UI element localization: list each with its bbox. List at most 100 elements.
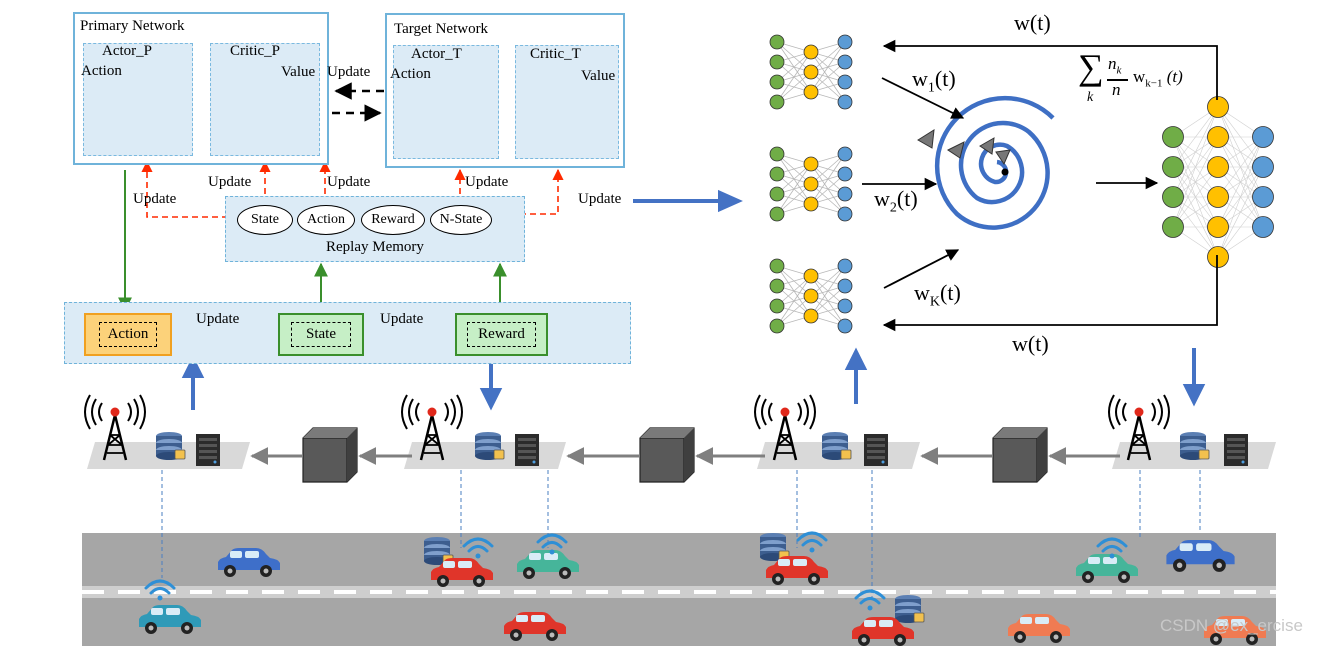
network-node: [803, 288, 819, 304]
federated-client-networks: [769, 34, 853, 334]
formula-fraction-denominator: n: [1112, 80, 1121, 99]
primary-network-title: Primary Network: [80, 18, 185, 34]
network-node: [837, 206, 853, 222]
aggregation-formula: ∑ k nk n wk−1 (t): [1078, 47, 1208, 110]
replay-item-reward: Reward: [361, 205, 425, 235]
network-node: [769, 146, 785, 162]
network-node: [803, 196, 819, 212]
env-step-reward: Reward: [455, 313, 548, 356]
big-blue-arrows: [181, 189, 1206, 411]
network-node: [1207, 126, 1229, 148]
network-node: [1207, 96, 1229, 118]
critic-t-label: Critic_T: [530, 46, 581, 62]
formula-fraction-bar: [1107, 79, 1128, 81]
replay-memory-box: State Action Reward N-State Replay Memor…: [225, 196, 525, 262]
network-node: [1162, 186, 1184, 208]
target-network-box: Target Network Actor_T Critic_T Action V…: [385, 13, 625, 168]
network-node: [837, 146, 853, 162]
env-step-state-inner: State: [291, 322, 351, 347]
critic-t-panel: [515, 45, 619, 159]
global-model-network: [1162, 96, 1274, 268]
formula-weight-term: wk−1 (t): [1133, 67, 1183, 90]
actor-t-panel: [393, 45, 499, 159]
network-node: [769, 34, 785, 50]
network-node: [769, 166, 785, 182]
spiral-triangle-markers: [917, 129, 1011, 166]
network-sync-arrows: [318, 82, 384, 122]
network-node: [1207, 246, 1229, 268]
update-label-state-reward: Update: [380, 311, 424, 327]
network-node: [769, 74, 785, 90]
network-node: [837, 278, 853, 294]
network-node: [803, 84, 819, 100]
broadcast-bottom-label: w(t): [1012, 331, 1049, 356]
update-label-to-federated: Update: [578, 191, 622, 207]
network-node: [769, 258, 785, 274]
network-node: [1207, 216, 1229, 238]
env-step-action-inner: Action: [98, 322, 158, 347]
network-node: [803, 268, 819, 284]
network-node: [837, 258, 853, 274]
network-node: [769, 94, 785, 110]
network-node: [837, 318, 853, 334]
network-node: [1252, 126, 1274, 148]
network-node: [769, 318, 785, 334]
target-network-title: Target Network: [394, 21, 489, 37]
replay-item-state: State: [237, 205, 293, 235]
network-node: [1252, 216, 1274, 238]
broadcast-top-label: w(t): [1014, 10, 1051, 35]
weight-w1-label: w1(t): [912, 66, 956, 96]
formula-sum-index: k: [1087, 90, 1094, 105]
network-node: [837, 298, 853, 314]
network-node: [769, 54, 785, 70]
weight-wk-label: wK(t): [914, 280, 961, 310]
update-label-replay-mid-left: Update: [208, 174, 252, 190]
target-action-label: Action: [390, 66, 431, 82]
network-node: [769, 206, 785, 222]
federated-arrows: [862, 39, 1218, 332]
replay-memory-title: Replay Memory: [326, 239, 424, 255]
spiral-aggregation-icon: [934, 95, 1055, 230]
update-label-sync: Update: [327, 64, 371, 80]
network-node: [769, 278, 785, 294]
network-node: [769, 298, 785, 314]
env-step-state: State: [278, 313, 364, 356]
network-node: [803, 64, 819, 80]
network-node: [1252, 186, 1274, 208]
network-node: [1252, 156, 1274, 178]
actor-t-label: Actor_T: [411, 46, 462, 62]
network-node: [837, 34, 853, 50]
update-label-replay-left: Update: [133, 191, 177, 207]
critic-p-panel: [210, 43, 320, 156]
weight-w2-label: w2(t): [874, 186, 918, 216]
network-node: [1162, 216, 1184, 238]
network-node: [803, 44, 819, 60]
env-step-reward-inner: Reward: [467, 322, 536, 347]
env-step-action: Action: [84, 313, 172, 356]
road-scene: [82, 533, 1276, 646]
network-node: [837, 166, 853, 182]
network-node: [803, 176, 819, 192]
primary-value-label: Value: [281, 64, 316, 80]
network-node: [803, 308, 819, 324]
network-node: [837, 186, 853, 202]
update-label-replay-mid-right: Update: [327, 174, 371, 190]
network-node: [803, 156, 819, 172]
update-label-action-state: Update: [196, 311, 240, 327]
network-node: [769, 186, 785, 202]
replay-item-action: Action: [297, 205, 355, 235]
actor-p-panel: [83, 43, 193, 156]
critic-p-label: Critic_P: [230, 43, 281, 59]
network-node: [1207, 156, 1229, 178]
update-label-target: Update: [465, 174, 509, 190]
formula-sum-symbol: ∑: [1078, 47, 1104, 87]
network-node: [1162, 126, 1184, 148]
network-node: [1162, 156, 1184, 178]
network-node: [1207, 186, 1229, 208]
replay-item-n-state: N-State: [430, 205, 492, 235]
network-node: [837, 74, 853, 90]
target-value-label: Value: [581, 68, 616, 84]
network-node: [837, 54, 853, 70]
primary-action-label: Action: [81, 63, 122, 79]
